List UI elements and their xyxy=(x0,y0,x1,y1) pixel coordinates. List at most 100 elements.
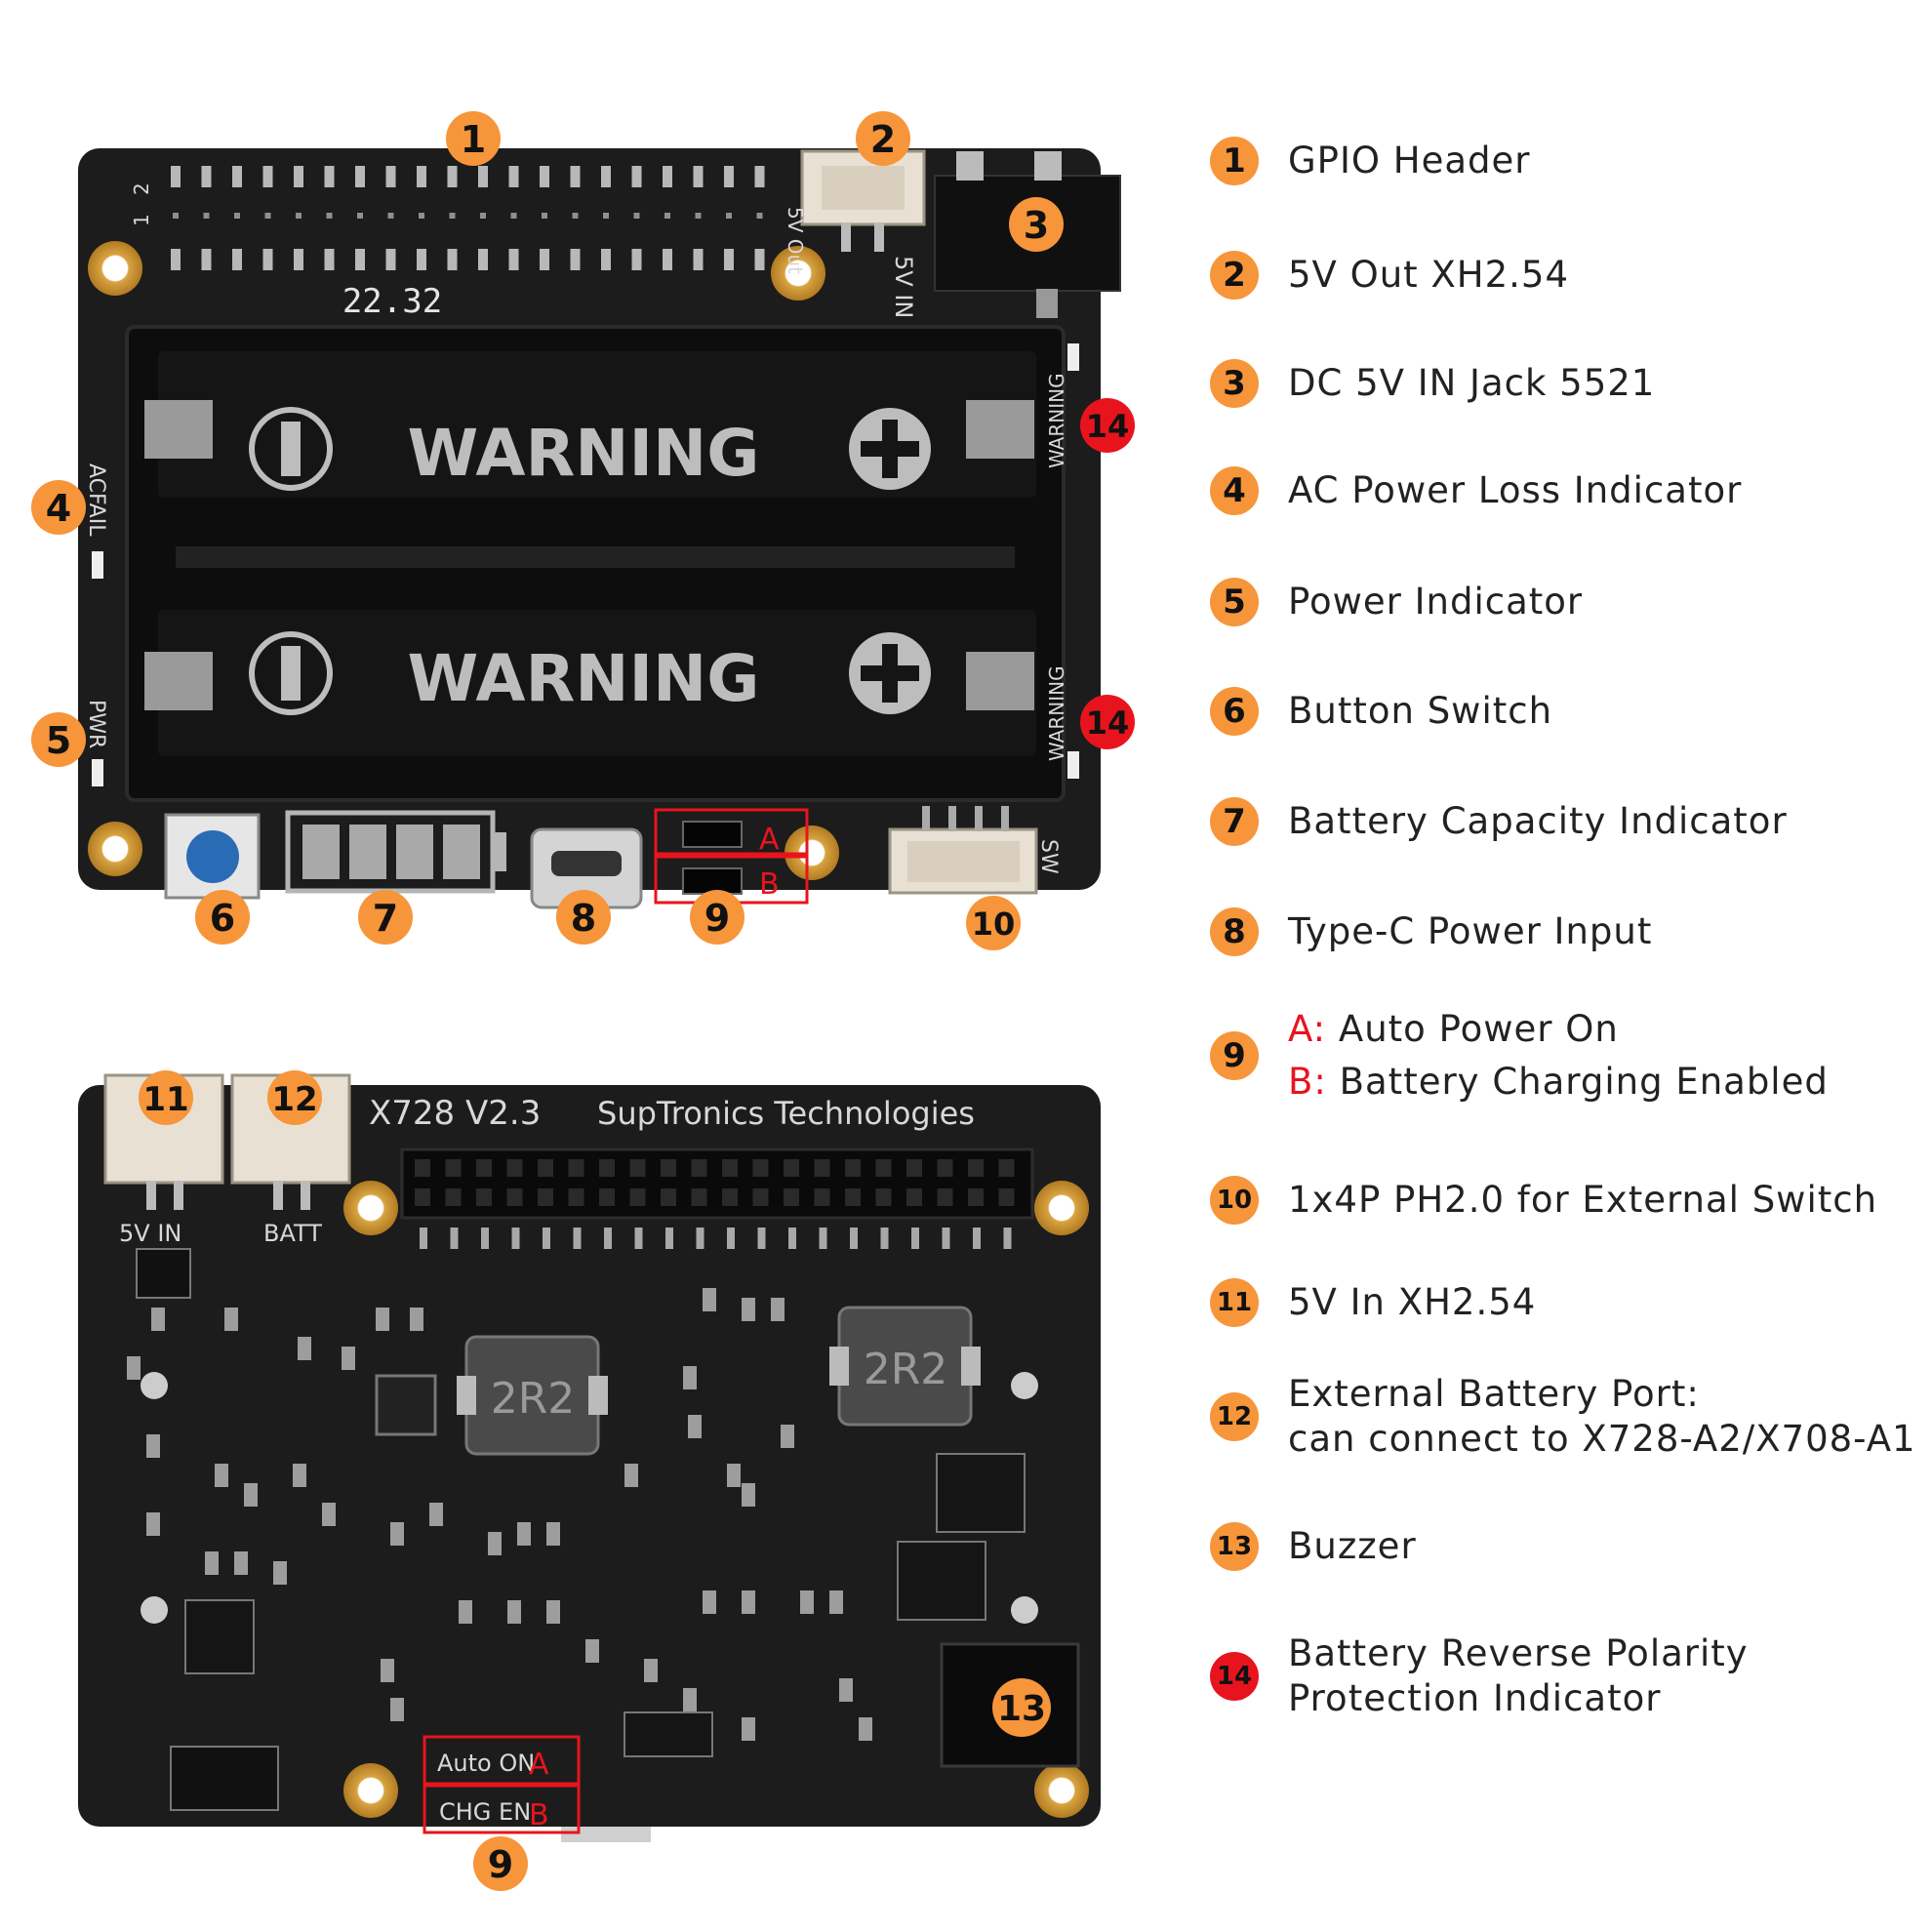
pad xyxy=(355,166,365,187)
pad xyxy=(603,213,609,219)
pad xyxy=(322,1503,336,1526)
inductor-2-label: 2R2 xyxy=(864,1345,948,1394)
pad xyxy=(599,1188,615,1206)
pad xyxy=(232,249,242,270)
pad xyxy=(724,249,734,270)
callout-11: 11 xyxy=(139,1070,193,1125)
pad xyxy=(546,1600,560,1624)
pad xyxy=(829,1590,843,1614)
pad xyxy=(683,1366,697,1389)
callout-7: 7 xyxy=(358,890,413,945)
svg-text:3: 3 xyxy=(1024,204,1049,247)
pad xyxy=(298,1337,311,1360)
pad xyxy=(663,166,672,187)
pad xyxy=(262,166,273,187)
gpio-header-pins xyxy=(171,166,765,270)
silk-warning-side-2: WARNING xyxy=(1045,665,1068,761)
legend-badge: 2 xyxy=(1210,251,1259,300)
pad xyxy=(546,1522,560,1546)
callout-9-bottom: 9 xyxy=(473,1836,528,1891)
pad xyxy=(911,1228,919,1249)
pad xyxy=(693,249,704,270)
pad xyxy=(624,1464,638,1487)
callout-9-top: 9 xyxy=(690,890,745,945)
pad xyxy=(727,1228,735,1249)
legend-badge: 1 xyxy=(1210,137,1259,185)
pad xyxy=(742,1590,755,1614)
pad xyxy=(476,1188,492,1206)
pad xyxy=(604,1228,612,1249)
svg-text:2: 2 xyxy=(870,118,896,161)
pad xyxy=(324,166,335,187)
legend-badge: 7 xyxy=(1210,797,1259,846)
pad xyxy=(634,1228,643,1249)
legend-badge: 10 xyxy=(1210,1176,1259,1225)
pad xyxy=(173,213,179,219)
warning-label-1: WARNING xyxy=(408,416,760,491)
callout-14-b: 14 xyxy=(1080,695,1135,749)
callout-1: 1 xyxy=(446,111,501,166)
pad xyxy=(781,1425,794,1448)
legend-text: DC 5V IN Jack 5521 xyxy=(1288,362,1656,404)
pad xyxy=(376,1308,389,1331)
pad xyxy=(756,213,763,219)
legend-text: 1x4P PH2.0 for External Switch xyxy=(1288,1179,1878,1221)
pwr-led xyxy=(92,759,103,786)
pad xyxy=(127,1356,141,1380)
pad xyxy=(419,213,424,219)
pad xyxy=(224,1308,238,1331)
pad xyxy=(293,1464,306,1487)
gpio-solder-pins xyxy=(420,1228,1012,1249)
silk-5vin: 5V IN xyxy=(119,1220,181,1247)
legend-item-11: 11 5V In XH2.54 xyxy=(1210,1278,1932,1327)
legend-badge: 3 xyxy=(1210,359,1259,408)
pad xyxy=(326,213,333,219)
pad xyxy=(234,213,240,219)
pad xyxy=(420,1228,427,1249)
legend-badge: 8 xyxy=(1210,907,1259,956)
pad xyxy=(445,1159,462,1177)
pad xyxy=(722,1188,738,1206)
pad xyxy=(691,1159,707,1177)
pad xyxy=(540,249,549,270)
pad xyxy=(661,1159,676,1177)
bottom-jumper-b-label: B xyxy=(529,1798,549,1832)
legend-text: Button Switch xyxy=(1288,690,1553,732)
callout-2: 2 xyxy=(856,111,910,166)
inductor-1-label: 2R2 xyxy=(491,1374,576,1424)
pad xyxy=(771,1298,785,1321)
pad xyxy=(814,1159,830,1177)
pad xyxy=(447,249,458,270)
pad xyxy=(506,1188,523,1206)
pad xyxy=(644,1659,658,1682)
pad xyxy=(540,166,549,187)
silk-5v-out: 5V Out xyxy=(784,207,807,274)
legend-text: Power Indicator xyxy=(1288,581,1584,623)
pad xyxy=(742,1298,755,1321)
pad xyxy=(845,1188,861,1206)
silk-warning-side-1: WARNING xyxy=(1045,373,1068,468)
pad xyxy=(998,1159,1015,1177)
svg-text:7: 7 xyxy=(373,897,398,940)
pad xyxy=(273,1561,287,1585)
gpio-female-holes xyxy=(415,1159,1015,1206)
pad xyxy=(875,1188,892,1206)
silk-acfail: ACFAIL xyxy=(84,463,108,537)
pad xyxy=(875,1159,892,1177)
pad xyxy=(573,1228,582,1249)
pad xyxy=(585,1639,599,1663)
top-board: WARNING WARNING 22.32 5V Out 5V IN ACFAI… xyxy=(78,148,1121,909)
legend-text: AC Power Loss Indicator xyxy=(1288,469,1743,511)
pad xyxy=(691,1188,707,1206)
pad xyxy=(683,1688,697,1711)
legend-item-8: 8 Type-C Power Input xyxy=(1210,907,1932,956)
legend-item-4: 4 AC Power Loss Indicator xyxy=(1210,466,1932,515)
callout-14-a: 14 xyxy=(1080,398,1135,453)
pad xyxy=(906,1159,922,1177)
legend-item-14: 14 Battery Reverse Polarity Protection I… xyxy=(1210,1631,1932,1721)
svg-text:13: 13 xyxy=(997,1689,1046,1729)
pad xyxy=(390,1698,404,1721)
pad xyxy=(629,1159,646,1177)
pad xyxy=(294,249,303,270)
callout-8: 8 xyxy=(556,890,611,945)
